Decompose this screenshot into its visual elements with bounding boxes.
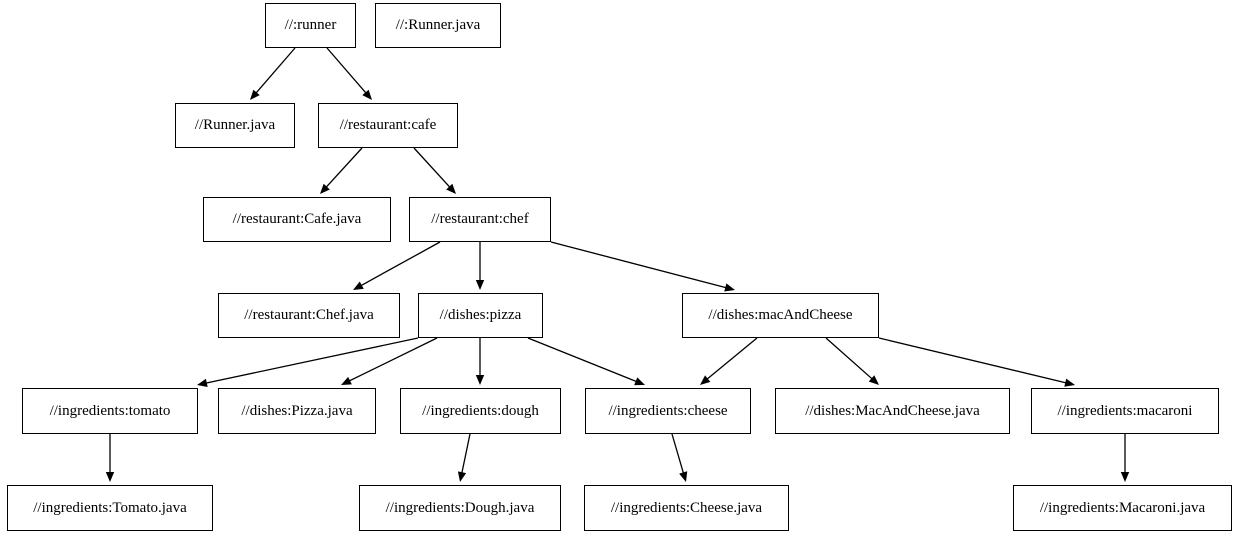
graph-edge-arrowhead bbox=[446, 183, 456, 194]
graph-edge-line bbox=[878, 337, 1068, 384]
graph-edge-line bbox=[671, 433, 685, 475]
graph-node-ing_dough[interactable]: //ingredients:dough bbox=[400, 388, 561, 434]
graph-edge-line bbox=[825, 337, 874, 381]
graph-node-label: //:Runner.java bbox=[395, 17, 481, 33]
graph-node-label: //dishes:macAndCheese bbox=[708, 307, 853, 323]
graph-edge-arrowhead bbox=[679, 471, 688, 482]
graph-node-label: //restaurant:chef bbox=[431, 211, 529, 227]
graph-edge-arrowhead bbox=[1120, 472, 1130, 482]
graph-node-dishes_macandcheese[interactable]: //dishes:macAndCheese bbox=[682, 293, 879, 338]
graph-node-label: //ingredients:cheese bbox=[608, 402, 728, 419]
graph-node-label: //ingredients:Cheese.java bbox=[610, 499, 763, 516]
graph-edge-arrowhead bbox=[197, 378, 208, 388]
graph-edge-arrowhead bbox=[320, 183, 330, 194]
graph-edge-arrowhead bbox=[353, 281, 364, 290]
graph-node-ing_dough_java[interactable]: //ingredients:Dough.java bbox=[359, 485, 561, 531]
graph-edge-arrowhead bbox=[868, 375, 879, 385]
graph-edge-line bbox=[460, 433, 471, 475]
graph-edge-line bbox=[324, 147, 363, 189]
graph-node-dishes_pizza[interactable]: //dishes:pizza bbox=[418, 293, 543, 338]
graph-node-label: //:runner bbox=[284, 17, 337, 33]
graph-edge-arrowhead bbox=[362, 89, 372, 100]
graph-edge-arrowhead bbox=[475, 280, 485, 290]
graph-edge-arrowhead bbox=[700, 375, 711, 385]
graph-node-label: //dishes:MacAndCheese.java bbox=[805, 402, 980, 419]
graph-edge-line bbox=[527, 337, 638, 383]
graph-node-label: //restaurant:cafe bbox=[339, 117, 437, 133]
graph-edge-arrowhead bbox=[341, 376, 352, 385]
graph-node-runner_java[interactable]: //Runner.java bbox=[175, 103, 295, 148]
graph-node-label: //dishes:Pizza.java bbox=[241, 402, 353, 419]
graph-node-label: //restaurant:Chef.java bbox=[244, 307, 374, 323]
graph-node-label: //restaurant:Cafe.java bbox=[232, 211, 362, 227]
graph-edge-arrowhead bbox=[105, 472, 115, 482]
graph-node-ing_tomato[interactable]: //ingredients:tomato bbox=[22, 388, 198, 434]
graph-edge-arrowhead bbox=[475, 375, 485, 385]
graph-edge-arrowhead bbox=[250, 89, 260, 100]
graph-node-restaurant_chef_java[interactable]: //restaurant:Chef.java bbox=[218, 293, 400, 338]
graph-edge-line bbox=[326, 47, 368, 95]
graph-node-runner_java_root[interactable]: //:Runner.java bbox=[375, 3, 501, 48]
graph-edge-line bbox=[204, 337, 419, 384]
graph-edge-line bbox=[347, 337, 438, 383]
graph-node-label: //ingredients:macaroni bbox=[1057, 402, 1193, 419]
graph-edge-arrowhead bbox=[457, 471, 467, 482]
graph-node-label: //dishes:pizza bbox=[439, 307, 522, 323]
graph-node-label: //ingredients:tomato bbox=[49, 402, 171, 419]
graph-node-dishes_mac_java[interactable]: //dishes:MacAndCheese.java bbox=[775, 388, 1010, 434]
graph-edge-line bbox=[254, 47, 296, 95]
graph-edge-arrowhead bbox=[1064, 378, 1075, 387]
graph-node-ing_cheese[interactable]: //ingredients:cheese bbox=[585, 388, 751, 434]
graph-edge-line bbox=[550, 241, 728, 289]
graph-edge-line bbox=[413, 147, 452, 189]
graph-node-ing_macaroni[interactable]: //ingredients:macaroni bbox=[1031, 388, 1219, 434]
graph-node-restaurant_chef[interactable]: //restaurant:chef bbox=[409, 197, 551, 242]
graph-node-restaurant_cafe[interactable]: //restaurant:cafe bbox=[318, 103, 458, 148]
graph-node-dishes_pizza_java[interactable]: //dishes:Pizza.java bbox=[218, 388, 376, 434]
graph-node-restaurant_cafe_java[interactable]: //restaurant:Cafe.java bbox=[203, 197, 391, 242]
graph-node-runner[interactable]: //:runner bbox=[265, 3, 356, 48]
graph-node-label: //ingredients:Dough.java bbox=[385, 499, 535, 516]
graph-edge-line bbox=[359, 241, 441, 287]
graph-node-label: //Runner.java bbox=[194, 117, 276, 133]
graph-edge-arrowhead bbox=[724, 283, 735, 292]
graph-node-ing_macaroni_java[interactable]: //ingredients:Macaroni.java bbox=[1013, 485, 1232, 531]
graph-node-ing_cheese_java[interactable]: //ingredients:Cheese.java bbox=[584, 485, 789, 531]
graph-node-ing_tomato_java[interactable]: //ingredients:Tomato.java bbox=[7, 485, 213, 531]
graph-node-label: //ingredients:Tomato.java bbox=[33, 499, 187, 516]
graph-node-label: //ingredients:Macaroni.java bbox=[1039, 499, 1206, 516]
graph-node-label: //ingredients:dough bbox=[422, 402, 539, 419]
graph-edge-arrowhead bbox=[634, 377, 645, 386]
graph-edge-line bbox=[705, 337, 758, 381]
